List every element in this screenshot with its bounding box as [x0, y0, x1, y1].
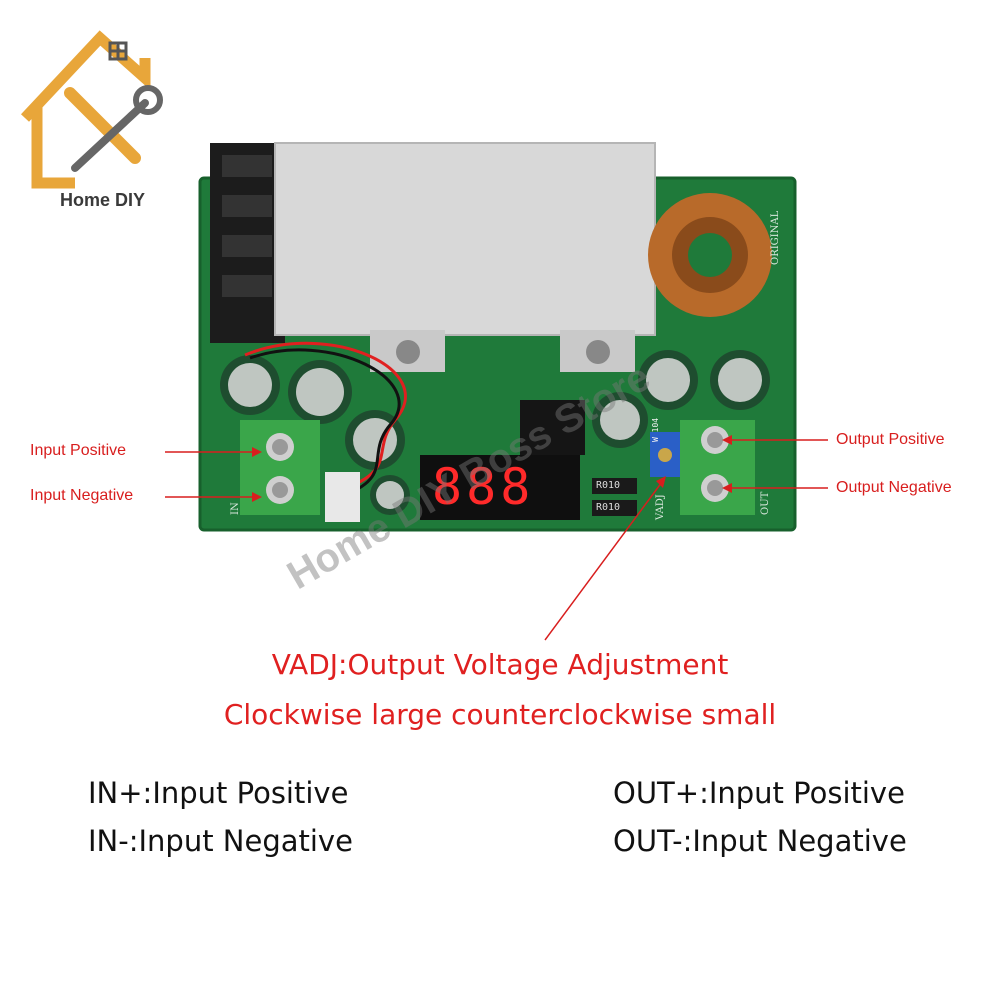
- legend-in-plus: IN+:Input Positive: [88, 776, 349, 810]
- resistor-top-label: R010: [596, 480, 621, 491]
- label-output-positive: Output Positive: [836, 431, 945, 448]
- silkscreen-vadj: VADJ: [655, 494, 666, 520]
- label-input-negative: Input Negative: [30, 487, 134, 504]
- logo-house-icon: [20, 30, 163, 189]
- legend-out-minus: OUT-:Input Negative: [613, 824, 907, 858]
- legend-out-plus: OUT+:Input Positive: [613, 776, 905, 810]
- logo-text: Home DIY: [60, 190, 146, 210]
- label-input-positive: Input Positive: [30, 442, 127, 459]
- silkscreen-in: IN: [230, 502, 241, 515]
- label-output-negative: Output Negative: [836, 479, 952, 496]
- potentiometer-label: W 104: [651, 417, 660, 442]
- silkscreen-original: ORIGINAL: [770, 210, 781, 265]
- resistor-bottom-label: R010: [596, 502, 621, 513]
- vadj-title: VADJ:Output Voltage Adjustment: [271, 648, 729, 681]
- legend-in-minus: IN-:Input Negative: [88, 824, 353, 858]
- vadj-description: Clockwise large counterclockwise small: [223, 698, 777, 731]
- silkscreen-out: OUT: [760, 491, 771, 515]
- seven-segment-display: 888: [432, 458, 535, 516]
